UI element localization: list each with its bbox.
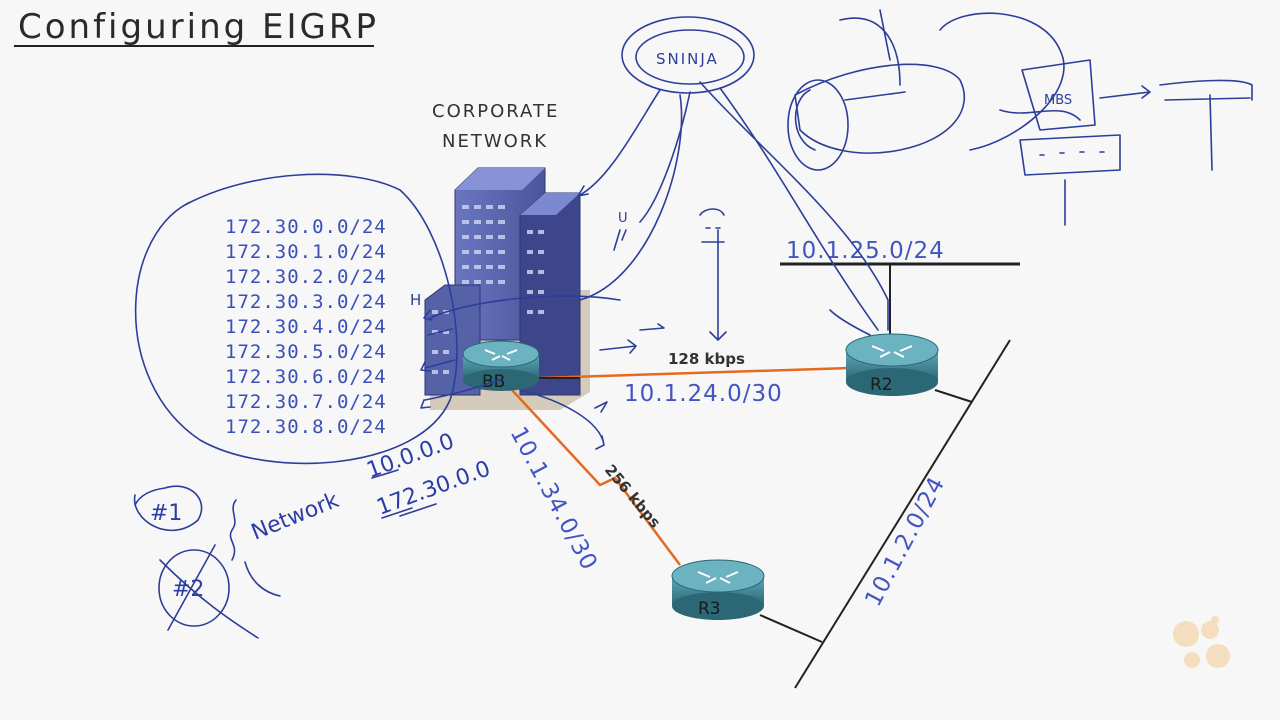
- subnet-item: 172.30.1.0/24: [225, 241, 387, 263]
- mbs-label: MBS: [1044, 93, 1072, 108]
- link-r2-r3-subnet: 10.1.2.0/24: [860, 472, 950, 611]
- subnet-item: 172.30.7.0/24: [225, 391, 387, 413]
- corporate-label-line2: NETWORK: [442, 131, 548, 152]
- router-r2: R2: [845, 333, 939, 396]
- page-title: Configuring EIGRP: [18, 7, 379, 47]
- corporate-label-line1: CORPORATE: [432, 101, 559, 122]
- r2-r3-segment: [794, 339, 1011, 689]
- subnet-list: 172.30.0.0/24 172.30.1.0/24 172.30.2.0/2…: [225, 216, 387, 438]
- subnet-item: 172.30.5.0/24: [225, 341, 387, 363]
- logo-watermark: [1173, 616, 1230, 668]
- r2-segment-drop: [934, 389, 973, 403]
- link-bb-r2-subnet: 10.1.24.0/30: [624, 381, 783, 407]
- link-bb-r3-subnet: 10.1.34.0/30: [505, 423, 602, 575]
- subnet-item: 172.30.3.0/24: [225, 291, 387, 313]
- r3-segment-drop: [759, 614, 823, 643]
- sninja-label: SNINJA: [656, 50, 719, 68]
- network-command-label: Network: [248, 488, 343, 546]
- mark-1: #1: [150, 501, 182, 526]
- subnet-item: 172.30.4.0/24: [225, 316, 387, 338]
- u-mark: U: [618, 211, 628, 226]
- h-mark: H: [410, 291, 421, 309]
- link-bb-r3-speed: 256 kbps: [601, 461, 664, 532]
- subnet-item: 172.30.8.0/24: [225, 416, 387, 438]
- router-r2-label: R2: [870, 375, 893, 395]
- subnet-item: 172.30.0.0/24: [225, 216, 387, 238]
- subnet-item: 172.30.2.0/24: [225, 266, 387, 288]
- mark-2: #2: [172, 577, 204, 602]
- subnet-item: 172.30.6.0/24: [225, 366, 387, 388]
- link-bb-r3: [511, 389, 682, 566]
- router-r3-label: R3: [698, 599, 721, 619]
- link-bb-r2-speed: 128 kbps: [668, 350, 745, 368]
- router-r3: R3: [671, 559, 765, 620]
- router-bb: BB: [462, 340, 540, 392]
- link-bb-r2: [539, 366, 851, 380]
